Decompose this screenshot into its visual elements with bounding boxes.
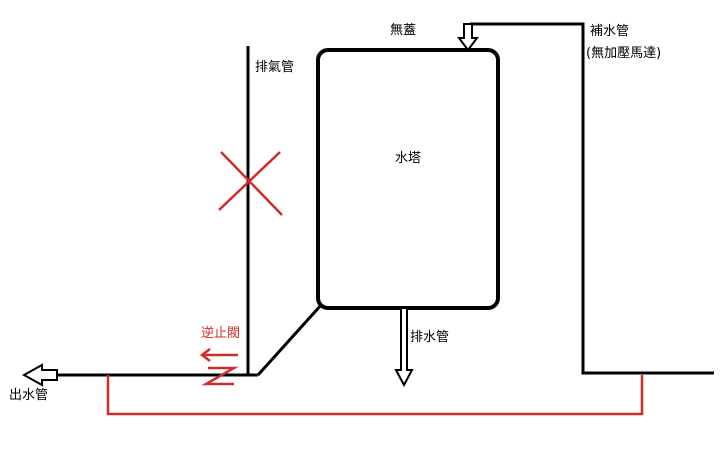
refill-pipe-line bbox=[470, 22, 714, 375]
label-drain-pipe: 排水管 bbox=[410, 330, 450, 345]
water-tower-tank bbox=[316, 48, 500, 310]
tank-outlet-connector bbox=[256, 302, 324, 377]
label-water-tower: 水塔 bbox=[395, 151, 422, 166]
label-refill-note: (無加壓馬達) bbox=[586, 46, 662, 61]
label-vent-pipe: 排氣管 bbox=[255, 60, 295, 75]
label-check-valve: 逆止閥 bbox=[201, 326, 241, 341]
outlet-arrow-icon bbox=[21, 363, 58, 387]
drain-pipe-arrow-icon bbox=[394, 307, 414, 388]
label-refill-pipe: 補水管 bbox=[590, 24, 630, 39]
red-bypass-pipe bbox=[106, 375, 644, 416]
label-outlet-pipe: 出水管 bbox=[9, 388, 49, 403]
check-valve-icon bbox=[199, 348, 239, 386]
refill-inlet-arrow-icon bbox=[457, 23, 479, 52]
label-no-lid: 無蓋 bbox=[390, 23, 417, 38]
blocked-x-mark bbox=[218, 151, 283, 216]
